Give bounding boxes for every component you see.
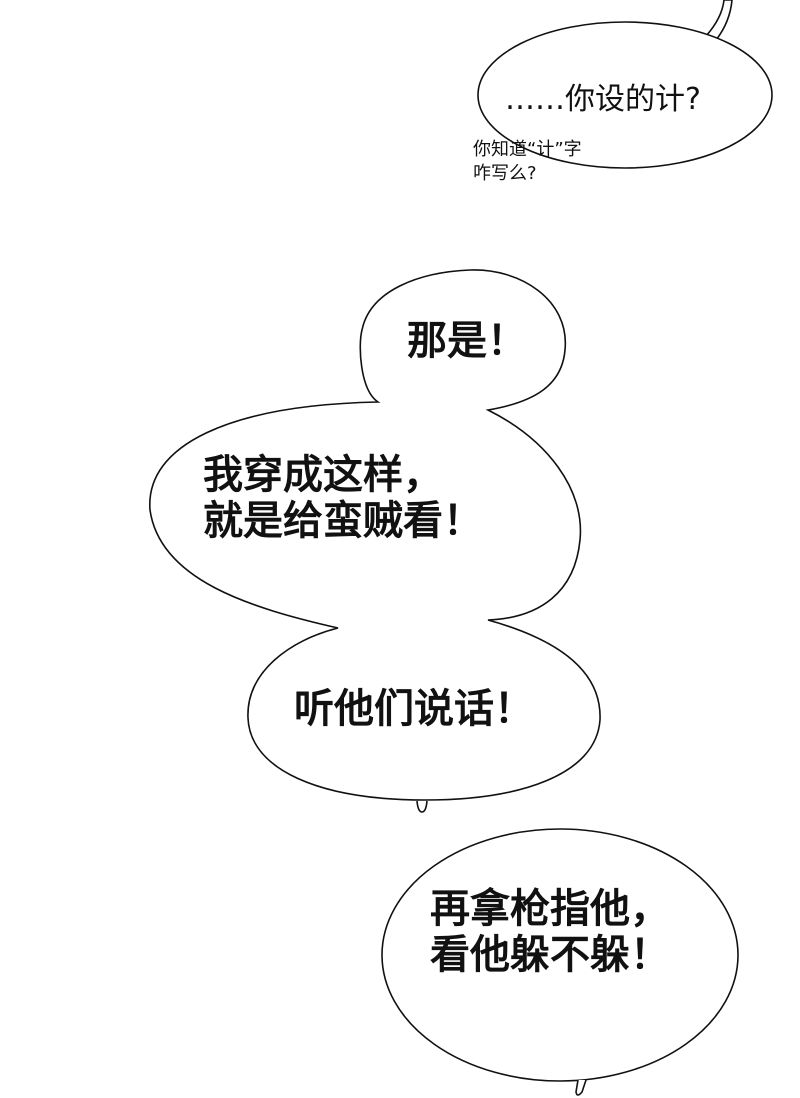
bubble-1-text: ……你设的计? (505, 74, 701, 118)
bubble-5-text: 再拿枪指他， 看他躲不躲！ (430, 886, 670, 978)
bubble-5-outline (381, 828, 739, 1082)
bubble-1-outline (477, 21, 773, 169)
bubble-3-line-1: 我穿成这样， (203, 452, 443, 498)
aside-note-line-2: 咋写么? (473, 163, 537, 184)
bubble-5-line-1: 再拿枪指他， (430, 886, 670, 932)
aside-note: 你知道“计”字 咋写么? (473, 138, 582, 186)
bubble-5-tail (575, 1079, 587, 1096)
aside-note-line-1: 你知道“计”字 (473, 139, 582, 160)
bubble-4-line-1: 听他们说话！ (294, 686, 534, 732)
bubble-1-tail (704, 0, 733, 41)
bubble-3-line-2: 就是给蛮贼看！ (203, 498, 483, 544)
bubble-cloud-outline (149, 269, 601, 801)
bubble-4-nub (416, 800, 428, 813)
bubble-4-text: 听他们说话！ (294, 686, 534, 732)
bubble-1-line-1: ……你设的计? (505, 82, 701, 117)
bubble-2-line-1: 那是！ (407, 318, 527, 364)
bubble-5-line-2: 看他躲不躲！ (430, 932, 670, 978)
bubble-2-text: 那是！ (407, 318, 527, 364)
bubble-3-text: 我穿成这样， 就是给蛮贼看！ (203, 452, 483, 544)
